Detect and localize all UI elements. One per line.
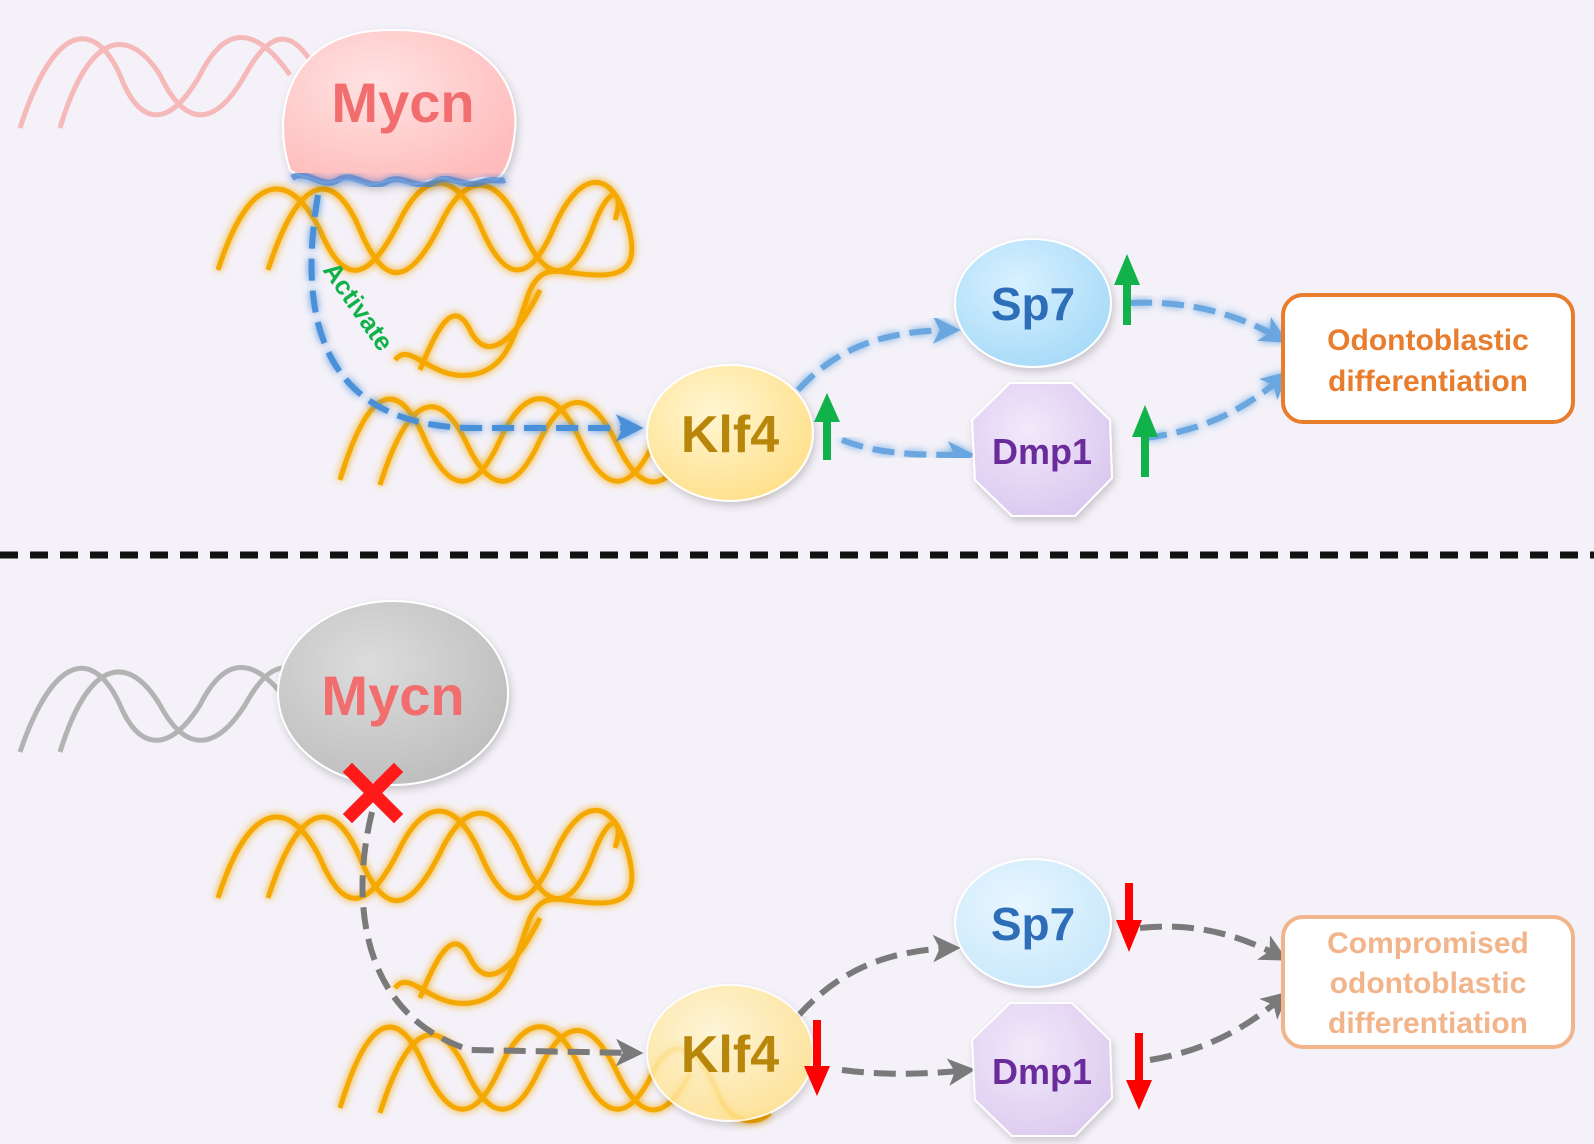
activate-arrow-top	[308, 194, 644, 442]
outcome-line1-bottom: Compromised	[1327, 927, 1529, 960]
red-x-icon	[342, 762, 404, 824]
mycn-label-top: Mycn	[331, 71, 474, 134]
klf4-node-top	[646, 364, 814, 502]
sp7-node-bottom	[954, 858, 1112, 988]
dmp1-node-top	[970, 382, 1114, 517]
top-panel-active-pathway: Activate Mycn Klf4 Sp7 Dmp1	[17, 28, 1575, 517]
up-arrow-icon	[1114, 254, 1140, 325]
bottom-panel-blocked-pathway: Mycn Klf4 Sp7 Dmp1 Compromi	[17, 600, 1575, 1137]
sp7-to-outcome-arrow-top	[1129, 299, 1288, 343]
up-arrow-icon	[814, 393, 840, 460]
down-arrow-icon	[1126, 1033, 1152, 1110]
sp7-to-outcome-arrow-bottom	[1139, 923, 1288, 961]
outcome-box-top	[1281, 293, 1575, 424]
outcome-line1-top: Odontoblastic	[1327, 324, 1529, 357]
helix-faint-bottom	[17, 665, 308, 753]
outcome-line2-top: differentiation	[1328, 365, 1528, 398]
mycn-node-top	[282, 28, 517, 188]
mycn-label-bottom: Mycn	[321, 664, 464, 727]
dmp1-to-outcome-arrow-bottom	[1149, 991, 1290, 1063]
outcome-line3-bottom: differentiation	[1328, 1007, 1528, 1040]
up-arrow-icon	[1132, 405, 1158, 477]
blocked-arrow-bottom	[359, 811, 644, 1067]
klf4-label-bottom: Klf4	[681, 1026, 779, 1084]
down-arrow-icon	[804, 1020, 830, 1096]
klf4-to-sp7-arrow-bottom	[795, 934, 961, 1019]
outcome-box-bottom	[1281, 915, 1575, 1049]
helix-faint-top	[17, 35, 313, 129]
sp7-node-top	[954, 238, 1112, 368]
outcome-line2-bottom: odontoblastic	[1330, 967, 1527, 1000]
klf4-label-top: Klf4	[681, 406, 779, 464]
dmp1-to-outcome-arrow-top	[1144, 371, 1290, 441]
sp7-label-bottom: Sp7	[991, 898, 1075, 950]
sp7-label-top: Sp7	[991, 278, 1075, 330]
dmp1-label-top: Dmp1	[992, 431, 1092, 472]
dmp1-label-bottom: Dmp1	[992, 1051, 1092, 1092]
klf4-to-sp7-arrow-top	[795, 316, 961, 393]
klf4-to-dmp1-arrow-top	[840, 437, 976, 469]
dmp1-node-bottom	[970, 1002, 1114, 1137]
klf4-to-dmp1-arrow-bottom	[841, 1058, 976, 1086]
mycn-node-bottom	[277, 600, 509, 786]
down-arrow-icon	[1116, 883, 1142, 952]
